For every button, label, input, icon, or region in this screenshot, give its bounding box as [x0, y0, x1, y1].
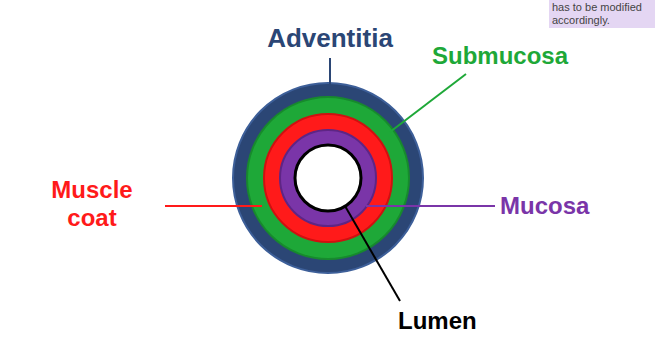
layer-label: Adventitia — [230, 24, 430, 54]
muscle-ring — [264, 114, 392, 242]
leader-line — [366, 205, 495, 207]
submucosa-ring — [247, 97, 409, 259]
adventitia-ring — [233, 83, 423, 273]
layer-label: Lumen — [398, 307, 548, 335]
layer-label: Submucosa — [415, 42, 585, 70]
leader-line — [345, 206, 400, 301]
note-text: has to be modified accordingly. — [549, 0, 655, 28]
leader-line — [165, 205, 262, 207]
layer-label: Muscle coat — [42, 176, 142, 231]
layer-label: Mucosa — [500, 192, 650, 220]
lumen-circle — [295, 145, 361, 211]
leader-line — [390, 74, 466, 132]
mucosa-ring — [280, 130, 376, 226]
leader-line — [329, 58, 331, 86]
